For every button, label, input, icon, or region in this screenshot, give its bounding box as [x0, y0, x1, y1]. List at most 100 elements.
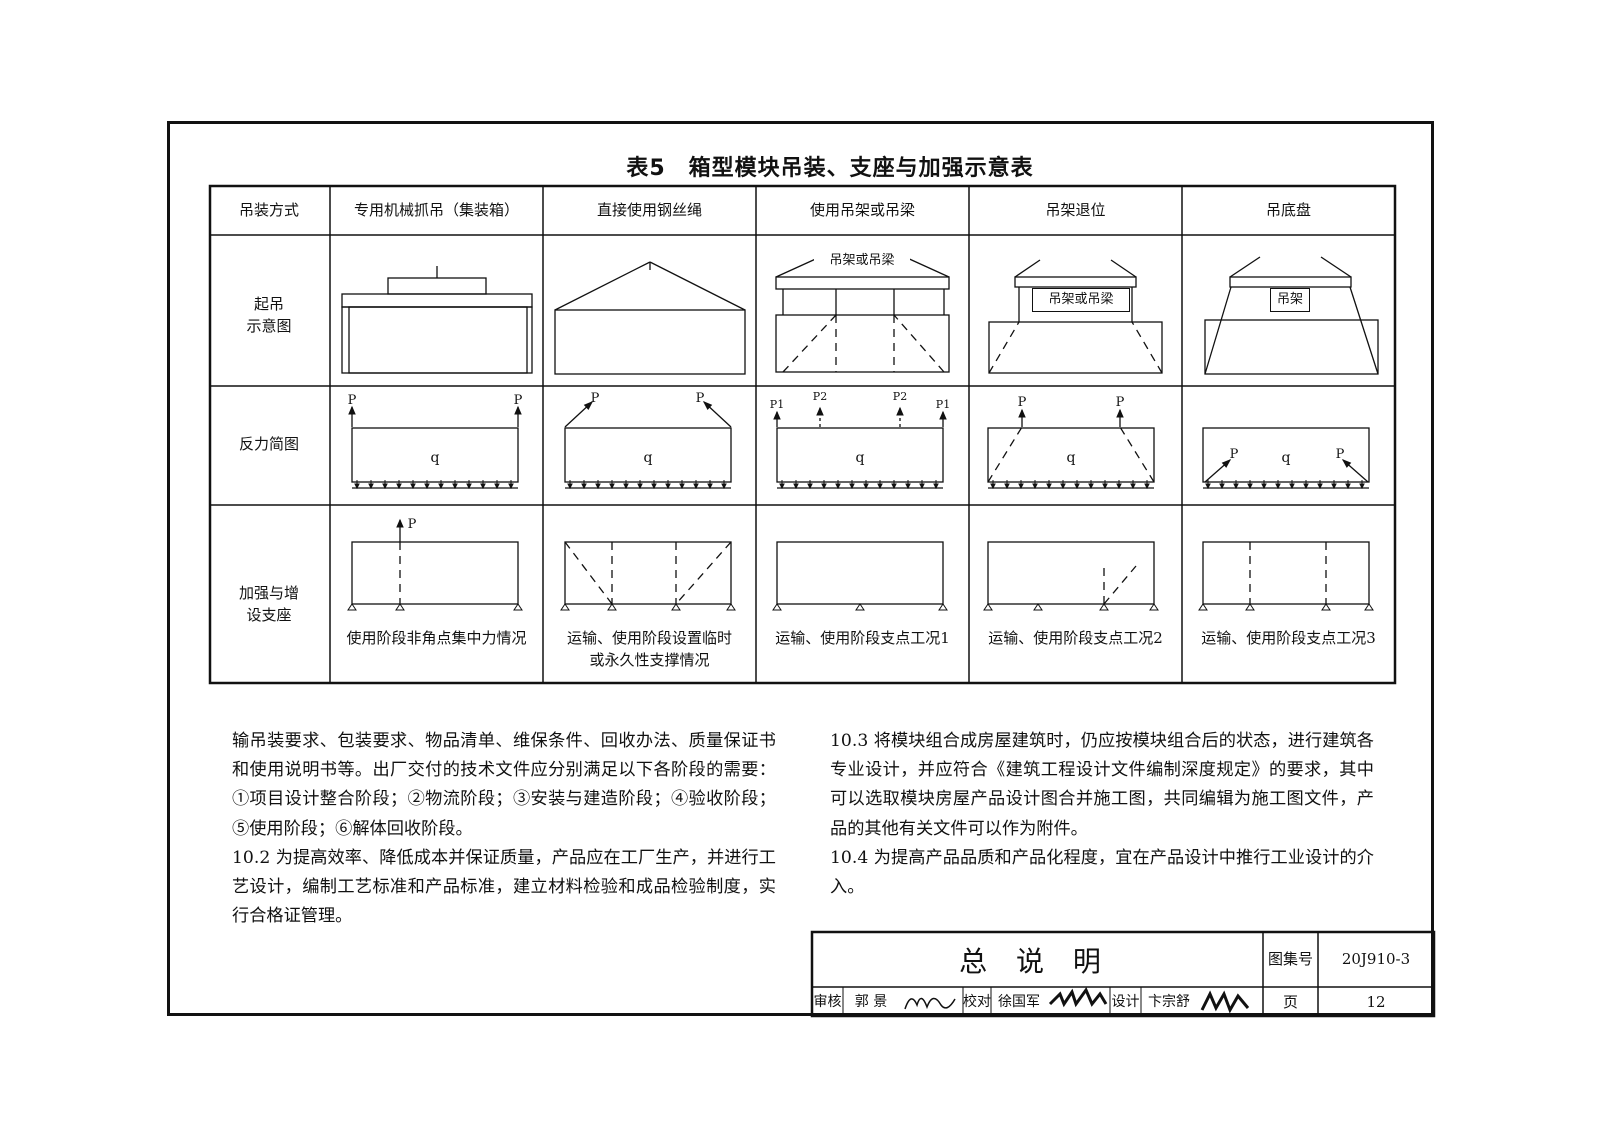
load-arrow-head	[424, 483, 430, 490]
header-hoisting-method: 吊装方式	[238, 201, 299, 219]
load-arrow-head	[933, 483, 939, 490]
force-arrow-head	[348, 405, 356, 415]
support-symbol	[1245, 603, 1255, 611]
caption-case-1: 使用阶段非角点集中力情况	[346, 629, 527, 647]
force-label: P	[514, 393, 523, 408]
load-arrow-head	[623, 483, 629, 490]
table-border	[208, 184, 1397, 685]
header-mechanical-grab: 专用机械抓吊（集装箱）	[353, 201, 519, 219]
header-spreader-beam: 使用吊架或吊梁	[809, 201, 915, 219]
header-spreader-setback: 吊架退位	[1045, 201, 1106, 219]
support-symbol	[726, 603, 736, 611]
load-arrow-head	[1289, 483, 1295, 490]
sling	[1014, 259, 1041, 278]
force-arrow-head	[1341, 459, 1352, 468]
load-label: q	[431, 450, 440, 466]
module-body	[1204, 319, 1379, 375]
module-body	[775, 314, 950, 373]
load-arrow-head	[1261, 483, 1267, 490]
load-arrow-head	[990, 483, 996, 490]
force-arrow-head	[514, 405, 522, 415]
load-arrow-head	[637, 483, 643, 490]
force-label: P1	[770, 398, 784, 411]
row-label-reinforcement: 加强与增 设支座	[238, 584, 299, 624]
support-symbol	[607, 603, 617, 611]
load-arrow-head	[382, 483, 388, 490]
load-arrow-head	[1247, 483, 1253, 490]
review-label: 审核	[813, 994, 842, 1010]
load-arrow-head	[1018, 483, 1024, 490]
support-symbol	[671, 603, 681, 611]
sling	[1110, 259, 1137, 278]
load-label: q	[1282, 450, 1291, 466]
table-gridlines	[208, 184, 1397, 685]
force-label: P	[348, 393, 357, 408]
support-module	[351, 541, 519, 605]
sling	[1320, 256, 1352, 278]
load-arrow-head	[1345, 483, 1351, 490]
page-label: 页	[1282, 993, 1298, 1011]
load-arrow-head	[1102, 483, 1108, 490]
support-symbol	[855, 603, 865, 611]
load-arrow-head	[480, 483, 486, 490]
load-arrow-head	[1205, 483, 1211, 490]
force-label: P2	[893, 390, 907, 403]
spreader-beam	[1014, 276, 1137, 288]
reviewer-name: 郭 景	[854, 994, 888, 1010]
load-arrow-head	[1088, 483, 1094, 490]
force-label: P2	[813, 390, 827, 403]
load-arrow-head	[693, 483, 699, 490]
reaction-module	[564, 427, 732, 483]
load-arrow-head	[779, 483, 785, 490]
load-arrow-head	[567, 483, 573, 490]
table-caption: 表5 箱型模块吊装、支座与加强示意表	[626, 156, 1034, 181]
force-label: P	[1230, 447, 1239, 462]
wire-rope	[554, 261, 651, 311]
support-symbol	[1198, 603, 1208, 611]
module-body	[988, 321, 1163, 374]
force-arrow-head	[816, 406, 824, 416]
reaction-module	[987, 427, 1155, 483]
force-arrow-head	[583, 401, 594, 410]
row-label-lifting-diagram: 起吊 示意图	[246, 295, 292, 335]
load-arrow-head	[835, 483, 841, 490]
load-arrow-head	[665, 483, 671, 490]
load-arrow-head	[494, 483, 500, 490]
checker-name: 徐国军	[998, 994, 1040, 1010]
load-arrow-head	[1317, 483, 1323, 490]
label-frame: 吊架	[1270, 288, 1310, 312]
wire-rope	[649, 261, 746, 311]
load-arrow-head	[679, 483, 685, 490]
support-module	[987, 541, 1155, 605]
spreader-frame	[1229, 276, 1352, 288]
load-arrow-head	[863, 483, 869, 490]
load-arrow-head	[609, 483, 615, 490]
dashed-brace	[988, 321, 1020, 374]
load-arrow-head	[919, 483, 925, 490]
load-arrow-head	[877, 483, 883, 490]
reaction-module	[351, 427, 519, 483]
support-symbol	[1149, 603, 1159, 611]
load-arrow-head	[651, 483, 657, 490]
load-arrow-head	[1060, 483, 1066, 490]
load-arrow-head	[1233, 483, 1239, 490]
row-label-reaction-diagram: 反力简图	[238, 435, 299, 453]
label-beam-2: 吊架或吊梁	[1032, 288, 1130, 312]
load-arrow-head	[793, 483, 799, 490]
load-arrow-head	[1032, 483, 1038, 490]
container-inner	[348, 306, 528, 374]
load-arrow-head	[354, 483, 360, 490]
support-symbol	[395, 603, 405, 611]
reaction-module	[1202, 427, 1370, 483]
load-arrow-head	[1275, 483, 1281, 490]
spreader-beam	[775, 276, 950, 290]
dashed-brace	[893, 314, 945, 373]
force-label: P	[1116, 395, 1125, 410]
load-arrow-head	[721, 483, 727, 490]
sling	[904, 256, 950, 278]
support-symbol	[513, 603, 523, 611]
force-arrow-head	[1116, 408, 1124, 418]
designer-name: 卞宗舒	[1148, 994, 1190, 1010]
force-arrow-head	[773, 410, 781, 420]
